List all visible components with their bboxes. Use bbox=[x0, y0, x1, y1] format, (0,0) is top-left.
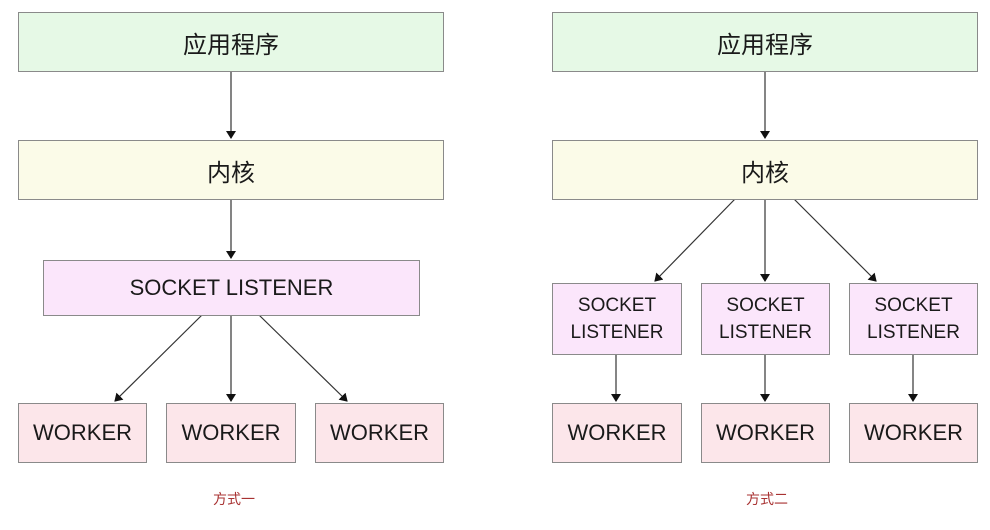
right-kernel-label: 内核 bbox=[741, 158, 789, 187]
left-app-label: 应用程序 bbox=[183, 30, 279, 59]
right-socket-listener-box-2: SOCKET LISTENER bbox=[701, 283, 830, 355]
right-worker-box-2: WORKER bbox=[701, 403, 830, 463]
arrow-kernel-to-socket-3 bbox=[793, 198, 877, 282]
left-socket-label: SOCKET LISTENER bbox=[129, 275, 334, 300]
right-app-label: 应用程序 bbox=[717, 30, 813, 59]
arrow-socket-to-worker-3 bbox=[258, 314, 348, 402]
arrow-kernel-to-socket-1 bbox=[654, 198, 736, 282]
left-worker-box-3: WORKER bbox=[315, 403, 444, 463]
left-app-box: 应用程序 bbox=[18, 12, 444, 72]
left-kernel-label: 内核 bbox=[207, 158, 255, 187]
right-kernel-box: 内核 bbox=[552, 140, 978, 200]
right-worker-box-3: WORKER bbox=[849, 403, 978, 463]
arrow-socket-to-worker-1 bbox=[114, 314, 203, 402]
right-caption: 方式二 bbox=[746, 492, 788, 508]
socket-line2: LISTENER bbox=[570, 322, 664, 343]
socket-line1: SOCKET bbox=[726, 295, 805, 316]
right-socket-listener-box-1: SOCKET LISTENER bbox=[552, 283, 682, 355]
left-worker-box-2: WORKER bbox=[166, 403, 296, 463]
right-app-box: 应用程序 bbox=[552, 12, 978, 72]
left-socket-listener-box: SOCKET LISTENER bbox=[43, 260, 420, 316]
left-worker-box-1: WORKER bbox=[18, 403, 147, 463]
worker-label: WORKER bbox=[864, 420, 963, 445]
right-worker-box-1: WORKER bbox=[552, 403, 682, 463]
left-kernel-box: 内核 bbox=[18, 140, 444, 200]
socket-line2: LISTENER bbox=[719, 322, 812, 343]
right-socket-listener-box-3: SOCKET LISTENER bbox=[849, 283, 978, 355]
worker-label: WORKER bbox=[716, 420, 815, 445]
socket-line1: SOCKET bbox=[874, 295, 953, 316]
worker-label: WORKER bbox=[33, 420, 132, 445]
worker-label: WORKER bbox=[181, 420, 281, 445]
socket-line1: SOCKET bbox=[577, 295, 657, 316]
worker-label: WORKER bbox=[330, 420, 429, 445]
left-caption: 方式一 bbox=[213, 492, 255, 508]
socket-line2: LISTENER bbox=[867, 322, 960, 343]
worker-label: WORKER bbox=[567, 420, 667, 445]
